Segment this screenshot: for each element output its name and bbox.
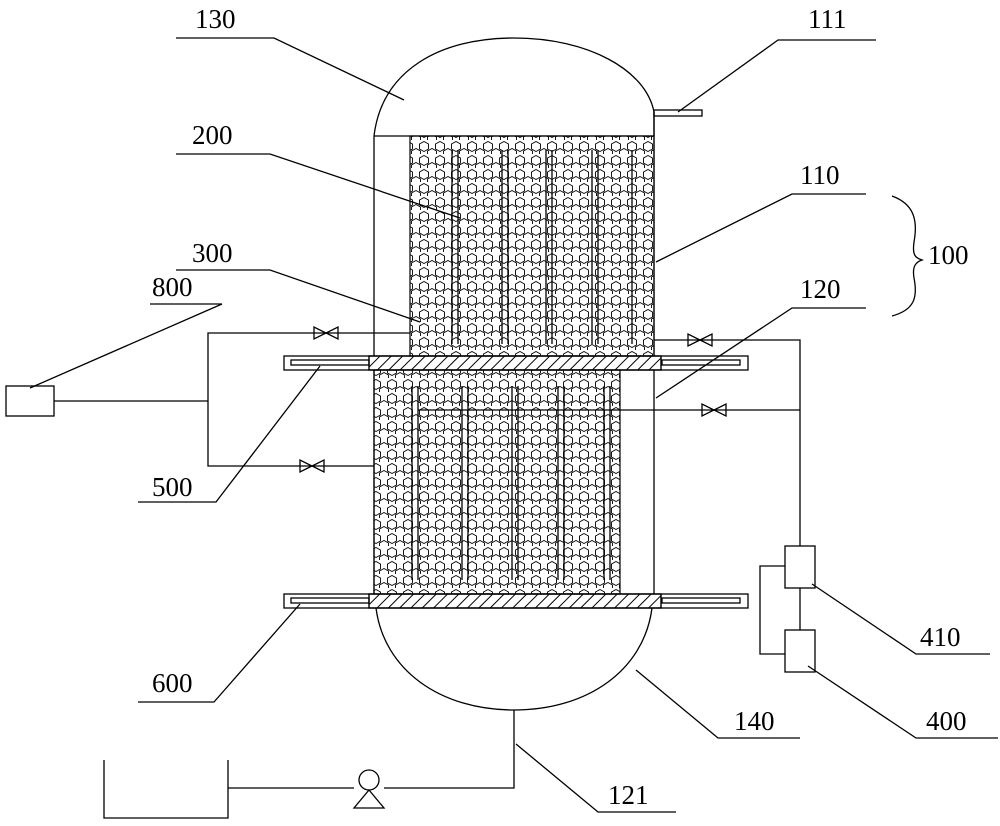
label-600: 600 [152, 668, 193, 698]
upper-catalyst-bed [409, 135, 655, 357]
label-130: 130 [195, 4, 236, 34]
label-121: 121 [608, 780, 649, 810]
valve-right-mid-icon-b [712, 402, 727, 418]
leader-120 [655, 307, 866, 399]
valve-left-lower-icon-b [310, 458, 325, 474]
bypass-loop [759, 565, 785, 655]
label-300: 300 [192, 238, 233, 268]
label-400: 400 [926, 706, 967, 736]
label-140: 140 [734, 706, 775, 736]
valve-left-upper-icon-b [324, 325, 339, 341]
gas-branch-pipe [207, 332, 410, 467]
label-100: 100 [928, 240, 969, 270]
label-500: 500 [152, 472, 193, 502]
leader-400 [807, 665, 998, 739]
label-110: 110 [800, 160, 840, 190]
label-200: 200 [192, 120, 233, 150]
leader-130 [176, 37, 405, 101]
device-410 [784, 545, 816, 589]
outlet-111 [653, 109, 703, 117]
leader-200 [176, 153, 461, 219]
middle-flange-plate [368, 355, 662, 371]
pump-base-icon [352, 788, 386, 809]
leader-110 [655, 193, 866, 263]
top-dome [373, 37, 655, 137]
bottom-flange-plate [368, 593, 662, 609]
right-pipe-upper [654, 339, 801, 546]
leader-140 [635, 669, 800, 739]
leader-121 [515, 743, 676, 813]
leader-300 [176, 269, 421, 323]
gas-source-800 [5, 385, 55, 417]
valve-left-upper-icon [313, 325, 328, 341]
middle-flange-slot-right [661, 359, 741, 366]
brace-100 [891, 195, 925, 317]
middle-flange-slot-left [290, 359, 370, 366]
leader-111 [677, 39, 876, 113]
valve-right-upper-icon [687, 332, 702, 348]
bottom-flange-slot-left [290, 597, 370, 604]
valve-left-lower-icon [299, 458, 314, 474]
pump-icon [358, 769, 380, 791]
leader-500 [138, 365, 321, 503]
label-111: 111 [808, 4, 847, 34]
leader-410 [811, 583, 990, 655]
label-120: 120 [800, 274, 841, 304]
bottom-flange-slot-right [661, 597, 741, 604]
lower-catalyst-bed [373, 369, 621, 595]
label-800: 800 [152, 272, 193, 302]
leader-600 [138, 603, 301, 703]
label-410: 410 [920, 622, 961, 652]
bottom-dome [375, 607, 653, 711]
valve-right-mid-icon [701, 402, 716, 418]
bottom-pipe [384, 710, 515, 789]
valve-right-upper-icon-b [698, 332, 713, 348]
device-400 [784, 629, 816, 673]
leader-800 [29, 303, 223, 389]
collection-tank [103, 760, 229, 819]
